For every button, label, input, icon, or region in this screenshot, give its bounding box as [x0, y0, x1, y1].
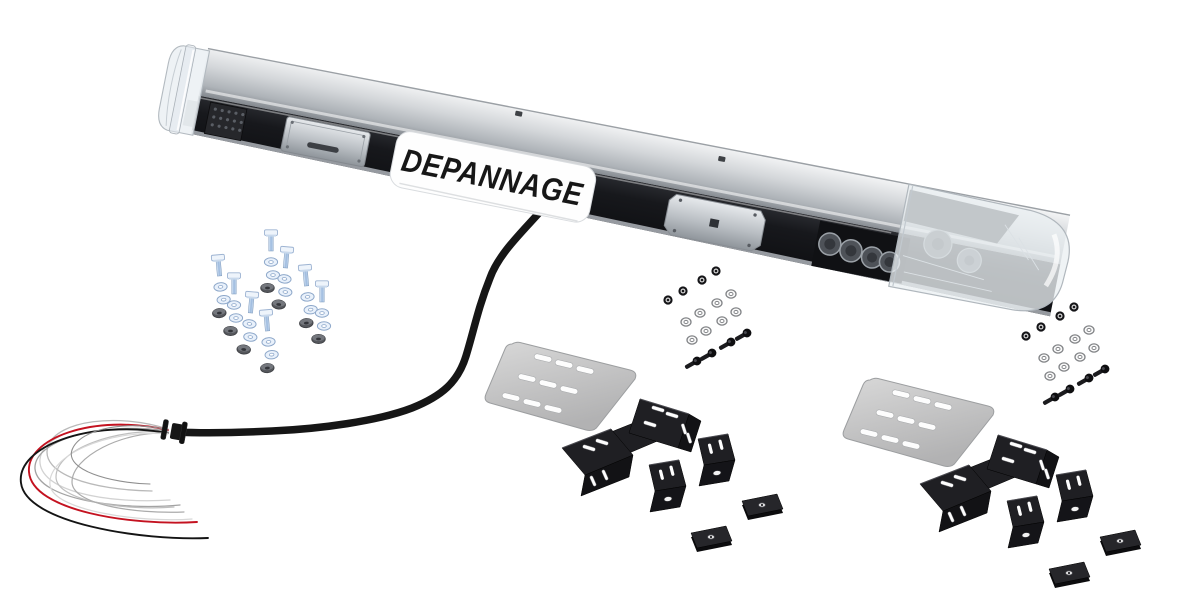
wire-strand	[34, 427, 181, 508]
bolt-washer-nut-set	[207, 254, 231, 318]
wire-strand	[49, 432, 193, 521]
bolt-washer-nut-set	[255, 309, 279, 373]
power-cable	[172, 194, 556, 437]
bolt-kit	[207, 230, 330, 373]
speaker-module	[280, 116, 371, 168]
clear-end-cap-right	[888, 183, 1070, 312]
bar-back-edge	[207, 47, 1071, 216]
speaker-module	[663, 193, 766, 252]
bolt-washer-nut-set	[237, 291, 261, 355]
clear-end-cap-left	[158, 44, 211, 136]
light-bar: DEPANNAGE	[158, 44, 1071, 317]
led-module	[203, 101, 248, 142]
bolt-washer-nut-set	[224, 273, 243, 336]
mounting-kit-center	[485, 266, 783, 552]
bolt-washer-nut-set	[294, 264, 318, 328]
bolt-washer-nut-set	[261, 230, 280, 293]
wire-strand	[28, 423, 198, 524]
roof-bolt	[718, 156, 726, 162]
cable-gland	[160, 419, 188, 445]
label-panel-bg	[389, 131, 597, 223]
bar-top-face	[198, 48, 1071, 265]
roof-bolt	[514, 110, 523, 117]
wire-strand	[71, 432, 185, 513]
wire-strands	[20, 419, 209, 540]
wire-strand	[55, 430, 175, 509]
mounting-kit-right	[843, 302, 1141, 588]
led-reflector-array	[811, 220, 911, 284]
wire-strand	[70, 425, 169, 485]
